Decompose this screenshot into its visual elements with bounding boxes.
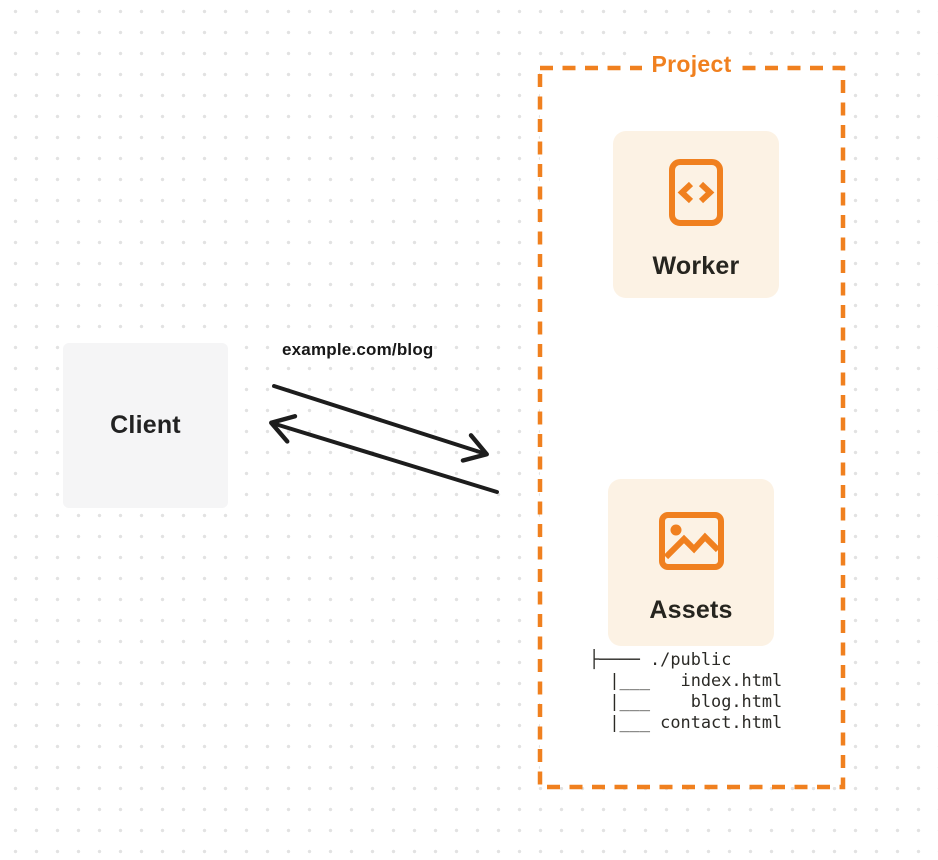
response-arrow (269, 414, 499, 494)
assets-label: Assets (649, 596, 733, 624)
image-icon (658, 512, 724, 570)
project-label: Project (642, 51, 741, 78)
assets-node: Assets (608, 479, 774, 646)
request-url-label: example.com/blog (282, 340, 434, 359)
worker-node: Worker (613, 131, 779, 298)
client-label: Client (110, 411, 181, 439)
code-file-icon (669, 159, 723, 226)
project-label-row: Project (540, 51, 843, 78)
assets-file-tree: ├──── ./public |___ index.html |___ blog… (589, 649, 783, 732)
client-node: Client (63, 343, 228, 508)
worker-label: Worker (652, 252, 740, 280)
request-arrow (272, 384, 489, 463)
